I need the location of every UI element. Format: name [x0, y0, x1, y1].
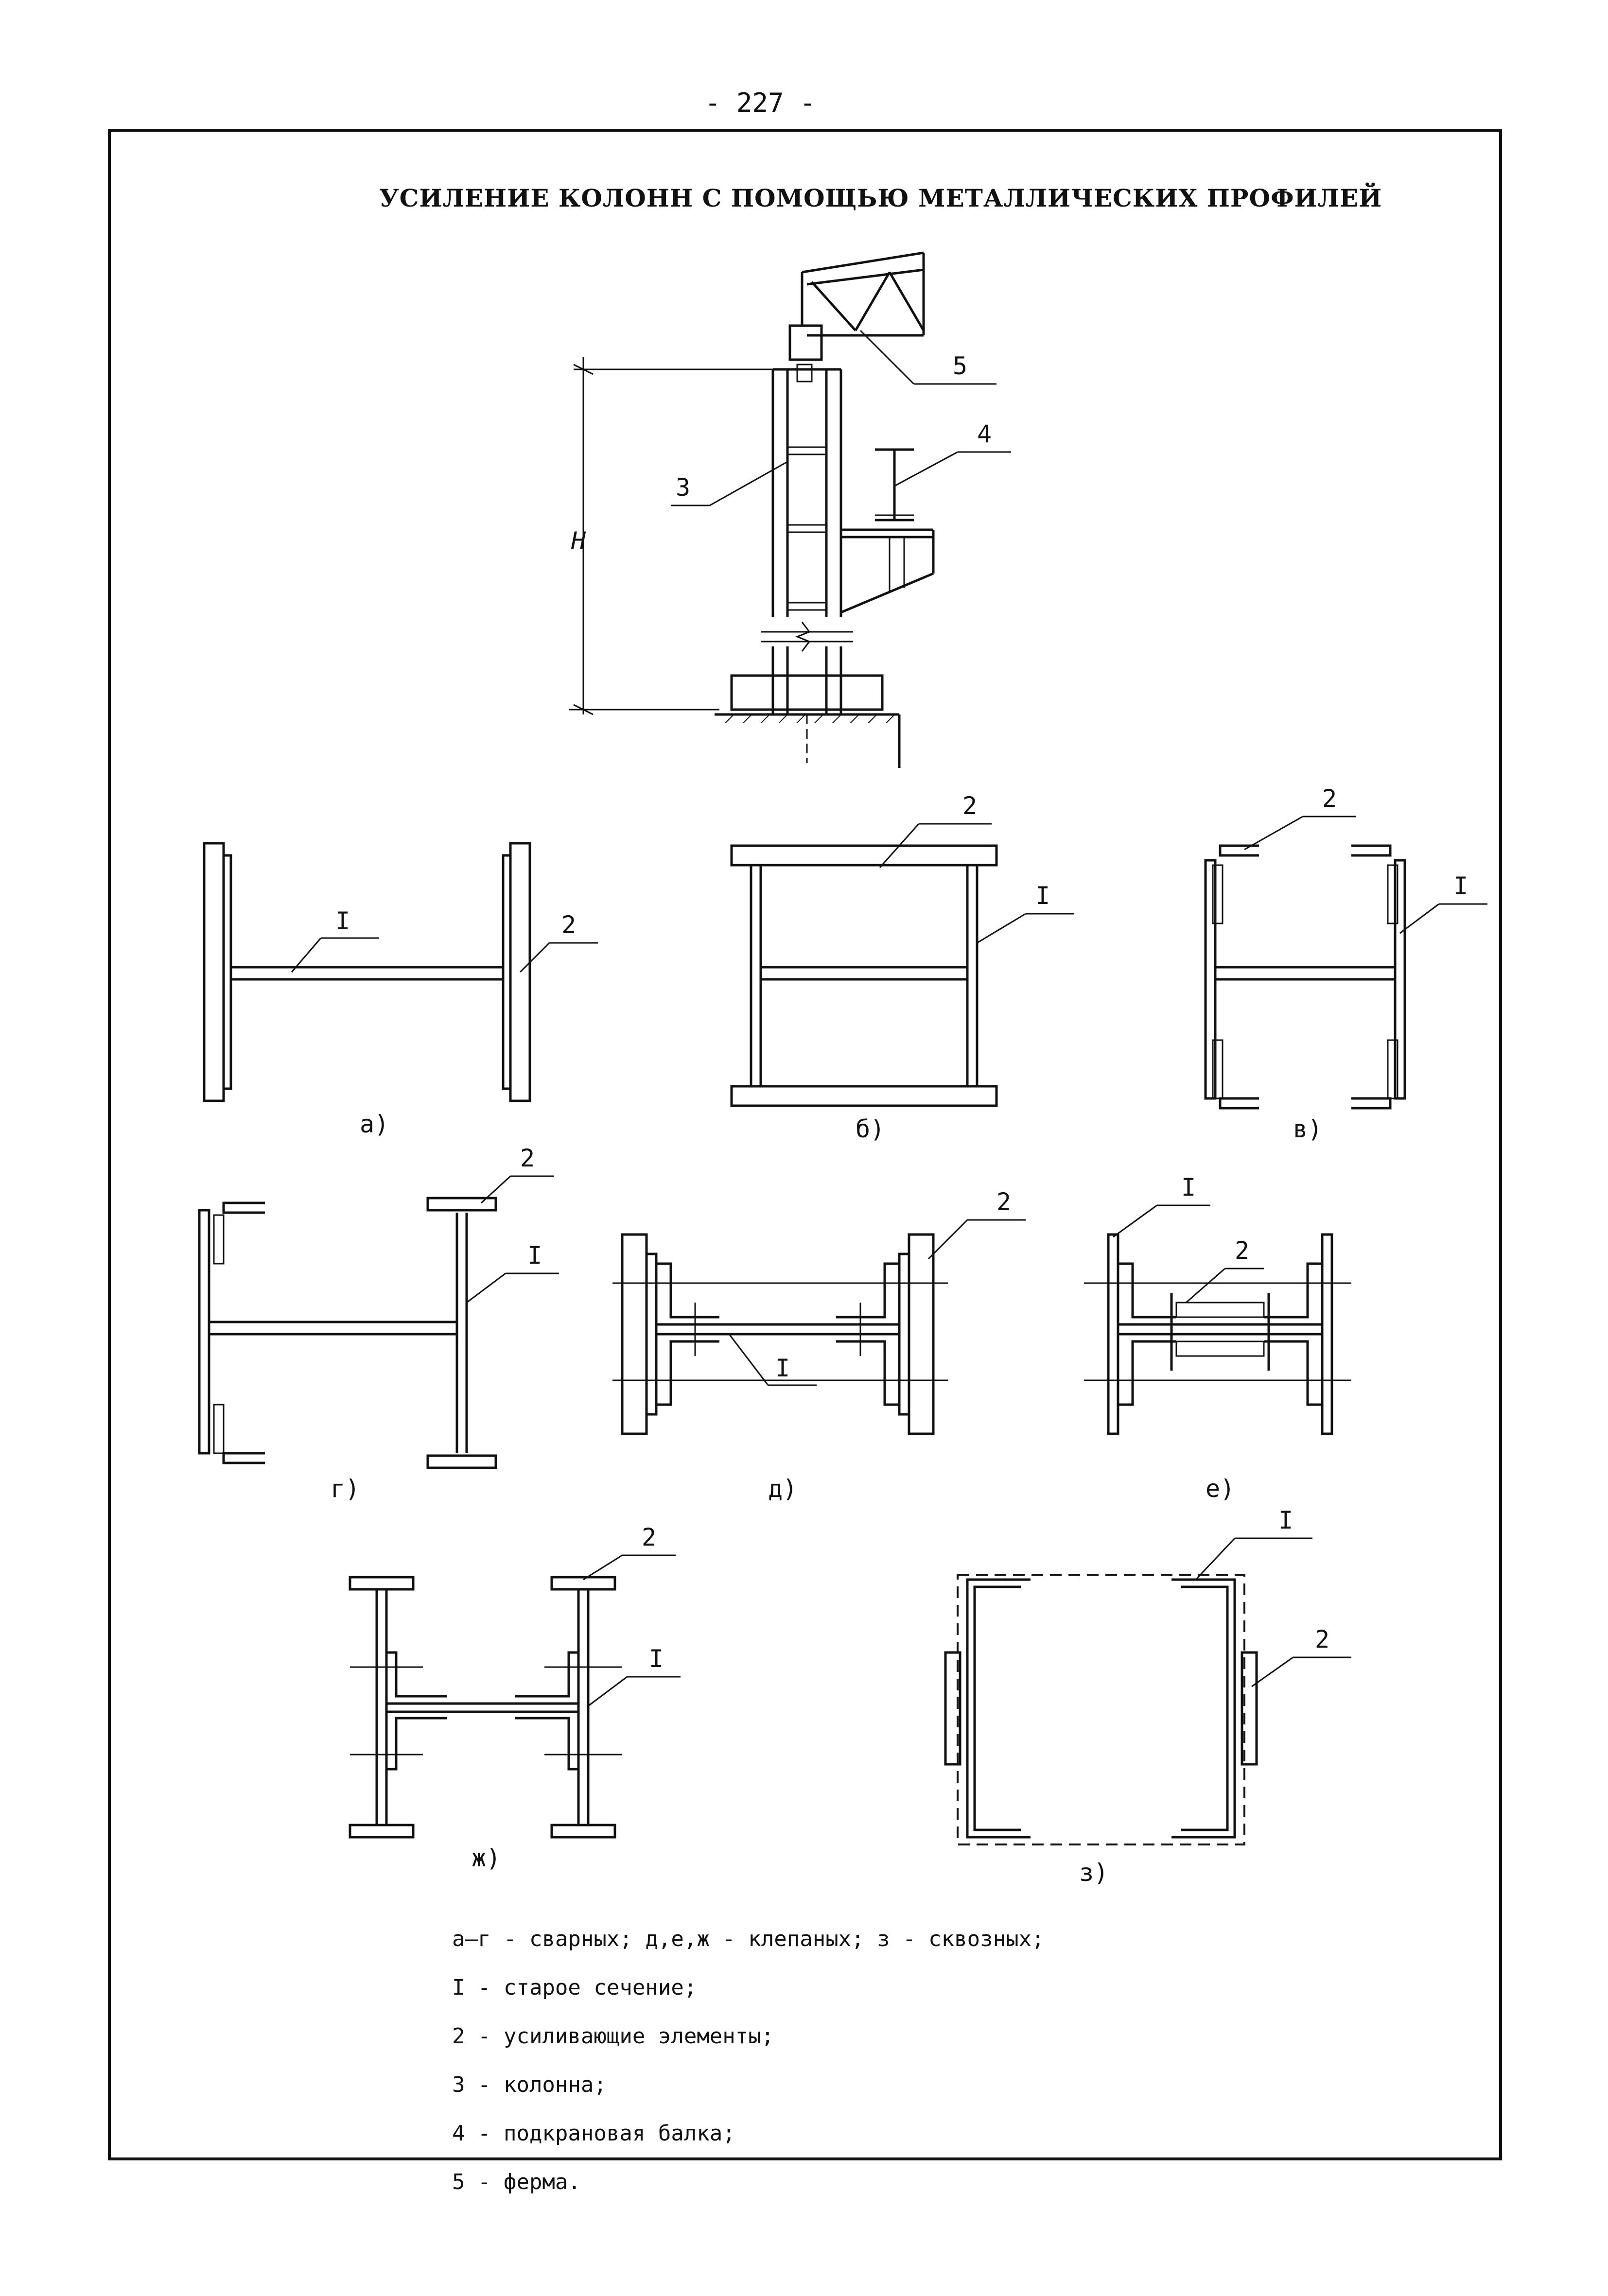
column-shaft — [761, 368, 853, 763]
page-title: УСИЛЕНИЕ КОЛОНН С ПОМОЩЬЮ МЕТАЛЛИЧЕСКИХ … — [379, 184, 1382, 212]
section-zh-label-1: I — [649, 1645, 664, 1673]
drawing-frame — [108, 129, 1502, 2160]
section-d-caption: д) — [768, 1475, 797, 1503]
label-5-truss: 5 — [953, 352, 967, 380]
section-z-label-1: I — [1278, 1506, 1293, 1534]
section-v: 2 I в) — [1204, 784, 1487, 1143]
truss — [801, 251, 925, 337]
section-zh: 2 I ж) — [349, 1523, 681, 1872]
section-e-caption: е) — [1206, 1475, 1235, 1503]
section-e: I 2 е) — [1084, 1173, 1351, 1503]
legend-line: 2 - усиливающие элементы; — [452, 2024, 774, 2049]
section-a-label-1: I — [335, 907, 350, 935]
label-4-crane-beam: 4 — [977, 420, 992, 448]
section-g-label-1: I — [527, 1241, 542, 1270]
legend-line: I - старое сечение; — [452, 1975, 697, 2000]
section-z: I 2 з) — [944, 1506, 1351, 1887]
section-d-label-1: I — [775, 1354, 790, 1382]
section-g-label-2: 2 — [520, 1144, 535, 1172]
section-v-label-2: 2 — [1322, 784, 1337, 813]
foundation-hatch — [719, 714, 899, 723]
column-elevation: H 5 4 3 — [569, 251, 1011, 768]
legend-line: 5 - ферма. — [452, 2170, 581, 2194]
legend-line: 3 - колонна; — [452, 2072, 607, 2097]
section-b-label-1: I — [1035, 882, 1050, 910]
section-d: I 2 д) — [612, 1188, 1026, 1503]
section-z-label-2: 2 — [1315, 1625, 1329, 1653]
crane-beam — [875, 448, 914, 522]
height-dimension: H — [569, 357, 773, 715]
legend: а–г - сварных; д,е,ж - клепаных; з - скв… — [452, 1915, 1045, 2207]
section-e-label-1: I — [1181, 1173, 1196, 1201]
section-b-caption: б) — [856, 1115, 885, 1143]
page-number: - 227 - — [705, 87, 816, 118]
section-zh-caption: ж) — [472, 1844, 501, 1872]
legend-line: 4 - подкрановая балка; — [452, 2121, 735, 2146]
section-v-caption: в) — [1293, 1115, 1322, 1143]
section-b-label-2: 2 — [962, 792, 977, 820]
bearing-block — [788, 324, 823, 361]
column-base — [730, 674, 884, 711]
section-v-label-1: I — [1453, 872, 1468, 900]
section-a: I 2 а) — [203, 842, 598, 1138]
section-g-caption: г) — [331, 1475, 360, 1503]
dimension-h-label: H — [571, 527, 586, 555]
legend-line: а–г - сварных; д,е,ж - клепаных; з - скв… — [452, 1927, 1045, 1951]
section-g: 2 I г) — [198, 1144, 559, 1503]
section-a-caption: а) — [360, 1110, 389, 1138]
section-zh-label-2: 2 — [642, 1523, 656, 1551]
section-e-label-2: 2 — [1235, 1236, 1249, 1265]
label-3-column: 3 — [676, 473, 690, 502]
section-z-caption: з) — [1079, 1859, 1108, 1887]
section-a-label-2: 2 — [561, 911, 576, 939]
section-d-label-2: 2 — [996, 1188, 1011, 1216]
crane-console — [840, 528, 935, 614]
section-b: 2 I б) — [730, 792, 1074, 1143]
anchor-bolt — [796, 364, 813, 383]
